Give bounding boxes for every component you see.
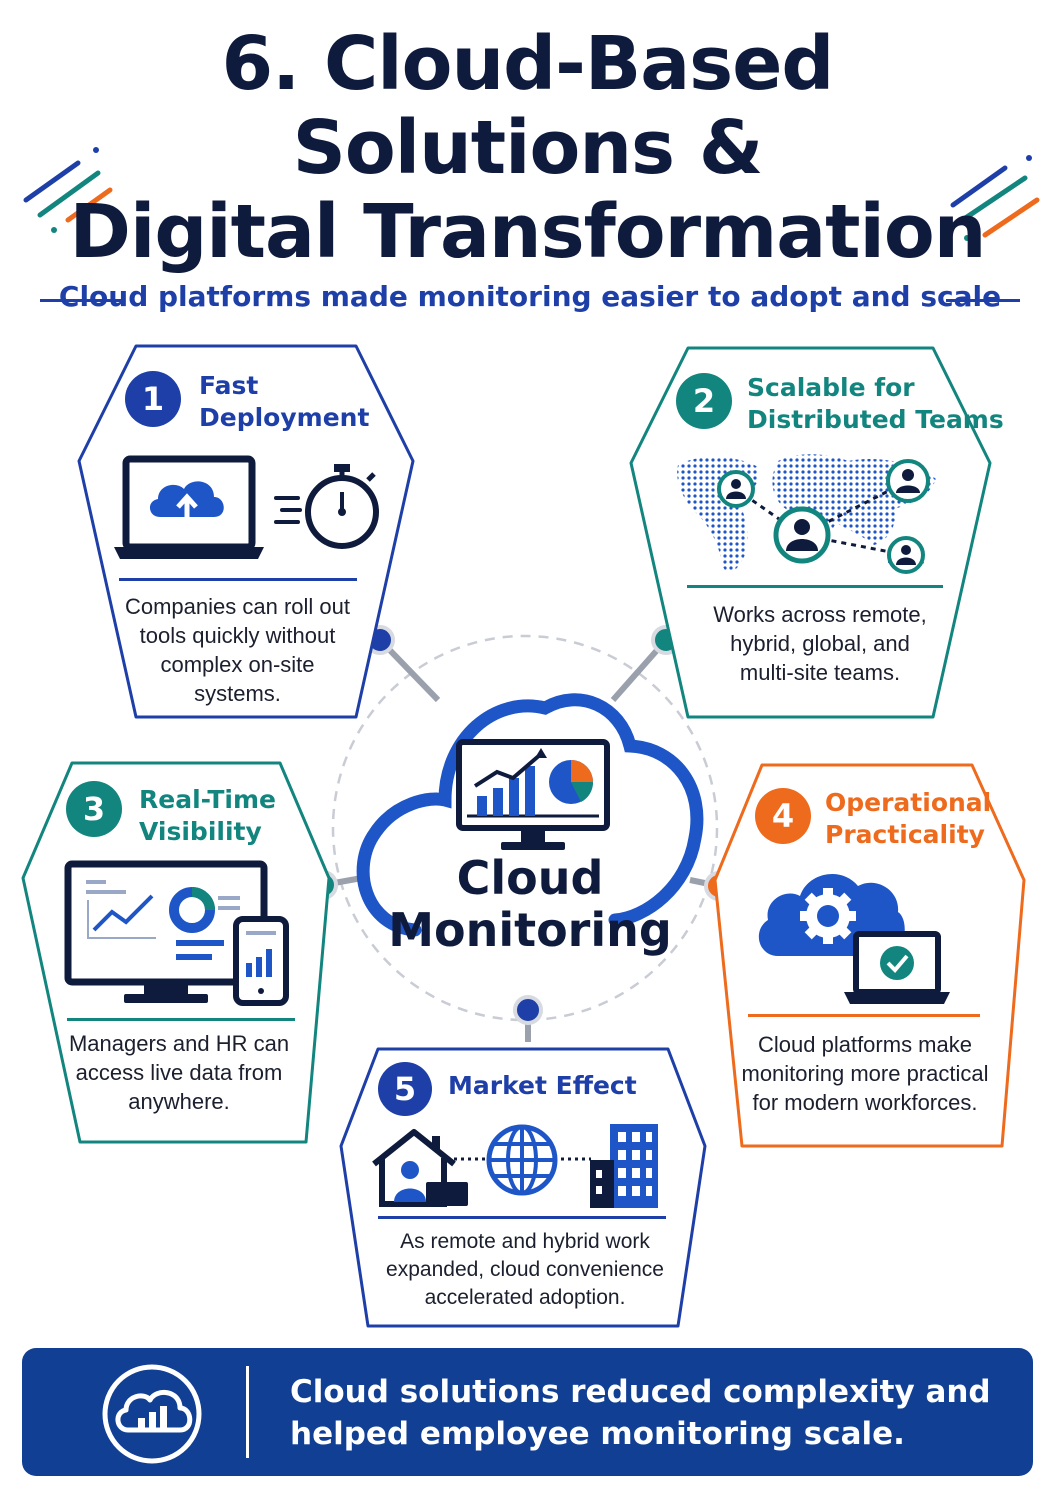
banner-text: Cloud solutions reduced complexity and h… xyxy=(290,1374,991,1452)
card-1-description: Companies can roll out tools quickly wit… xyxy=(124,594,350,706)
page-title: 6. Cloud-Based Solutions & Digital Trans… xyxy=(0,22,1055,274)
subtitle-rule-left xyxy=(40,299,122,302)
card-5-title: Market Effect xyxy=(448,1071,637,1100)
card-4-rule xyxy=(748,1014,980,1017)
subtitle: Cloud platforms made monitoring easier t… xyxy=(58,280,1002,313)
home-worker-icon xyxy=(372,1129,468,1207)
card-1-rule xyxy=(119,578,357,581)
world-map-people-icon xyxy=(677,454,936,574)
center-label: Cloud Monitoring xyxy=(388,851,672,957)
title-line-3: Digital Transformation xyxy=(69,189,987,275)
globe-icon xyxy=(486,1124,558,1196)
card-3-number: 3 xyxy=(66,781,122,837)
card-3-description: Managers and HR can access live data fro… xyxy=(68,1031,290,1114)
title-line-2: Solutions & xyxy=(292,105,764,191)
office-building-icon xyxy=(590,1124,658,1208)
card-1-title: Fast Deployment xyxy=(199,371,370,432)
card-2-description: Works across remote, hybrid, global, and… xyxy=(713,602,927,685)
dotted-connector-left xyxy=(454,1157,488,1161)
cloud-chart-icon xyxy=(102,1364,202,1464)
card-2-number: 2 xyxy=(676,373,732,429)
subtitle-row: Cloud platforms made monitoring easier t… xyxy=(40,278,1020,322)
card-2-title: Scalable for Distributed Teams xyxy=(747,373,1004,434)
decorative-lines-left xyxy=(23,147,113,233)
title-line-1: 6. Cloud-Based xyxy=(221,21,835,107)
dotted-connector-right xyxy=(561,1157,591,1161)
card-3-title: Real-Time Visibility xyxy=(139,785,276,846)
subtitle-rule-right xyxy=(946,299,1020,302)
card-4-title: Operational Practicality xyxy=(825,788,992,849)
card-5-rule xyxy=(378,1216,666,1219)
card-1-number: 1 xyxy=(125,371,181,427)
laptop-check-icon xyxy=(844,931,950,1004)
decorative-lines-right xyxy=(950,155,1040,241)
summary-banner: Cloud solutions reduced complexity and h… xyxy=(22,1348,1033,1476)
card-5-description: As remote and hybrid work expanded, clou… xyxy=(386,1230,664,1309)
banner-divider xyxy=(246,1366,249,1458)
card-2-rule xyxy=(687,585,943,588)
stopwatch-icon xyxy=(274,464,379,549)
card-5-number: 5 xyxy=(378,1062,432,1116)
phone-chart-icon xyxy=(233,916,289,1006)
center-cloud-outline xyxy=(356,693,704,937)
card-4-number: 4 xyxy=(755,788,811,844)
card-3-rule xyxy=(67,1018,295,1021)
card-4-description: Cloud platforms make monitoring more pra… xyxy=(741,1032,989,1115)
laptop-cloud-upload-icon xyxy=(114,455,264,559)
monitor-chart-icon xyxy=(456,739,610,850)
